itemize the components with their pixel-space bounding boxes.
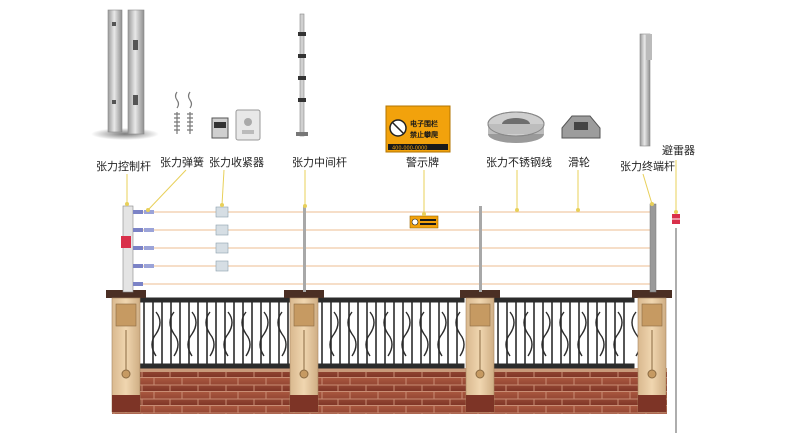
tension-wires xyxy=(130,211,655,285)
sign-line2: 禁止攀爬 xyxy=(409,130,439,139)
sign-phone: 400-000-0000 xyxy=(392,146,427,152)
pillar-2 xyxy=(284,290,324,413)
fence-scroll xyxy=(541,311,569,357)
label-lightning-arrester: 避雷器 xyxy=(662,144,695,157)
label-control-pole: 张力控制杆 xyxy=(96,160,151,173)
label-tensioner: 张力收紧器 xyxy=(209,156,264,169)
fence-scroll xyxy=(505,311,533,357)
leader-lines xyxy=(126,160,677,214)
label-spring: 张力弹簧 xyxy=(160,156,204,169)
middle-pole-installed-1 xyxy=(303,206,306,292)
label-sign: 警示牌 xyxy=(406,156,439,169)
fence-scroll xyxy=(259,311,287,357)
fence-bars xyxy=(143,302,641,364)
spring-product xyxy=(174,91,193,134)
springs-installed xyxy=(144,210,154,268)
fence-scroll xyxy=(437,311,465,357)
fence-scroll xyxy=(329,311,357,357)
fence-scroll xyxy=(223,311,251,357)
sign-product xyxy=(385,105,451,153)
sign-line1: 电子围栏 xyxy=(410,119,438,128)
pillar-4 xyxy=(632,290,672,413)
fence-scroll xyxy=(187,311,215,357)
pillar-1 xyxy=(106,290,146,413)
fence-scroll xyxy=(151,311,179,357)
fence-scroll xyxy=(577,311,605,357)
label-middle-pole: 张力中间杆 xyxy=(292,156,347,169)
tensioner-product xyxy=(211,109,261,141)
fence-scroll xyxy=(401,311,429,357)
brick-wall xyxy=(112,368,667,414)
control-pole-installed xyxy=(121,205,143,293)
middle-pole-installed-2 xyxy=(479,206,482,292)
leader-dots xyxy=(125,202,678,216)
pillar-3 xyxy=(460,290,500,413)
pulley-product xyxy=(561,115,601,139)
label-end-pole: 张力终端杆 xyxy=(620,160,675,173)
fence-scroll xyxy=(613,311,641,357)
end-pole-installed xyxy=(649,203,657,293)
label-wire: 张力不锈钢线 xyxy=(486,156,552,169)
control-pole-product xyxy=(91,9,159,140)
lightning-arrester-icon xyxy=(670,214,682,433)
middle-pole-product xyxy=(296,13,308,137)
wire-coil-product xyxy=(487,111,545,143)
fence-scroll xyxy=(365,311,393,357)
end-pole-product xyxy=(639,33,652,147)
label-pulley: 滑轮 xyxy=(568,156,590,169)
sign-installed xyxy=(409,215,439,229)
tensioners-installed xyxy=(215,206,229,272)
